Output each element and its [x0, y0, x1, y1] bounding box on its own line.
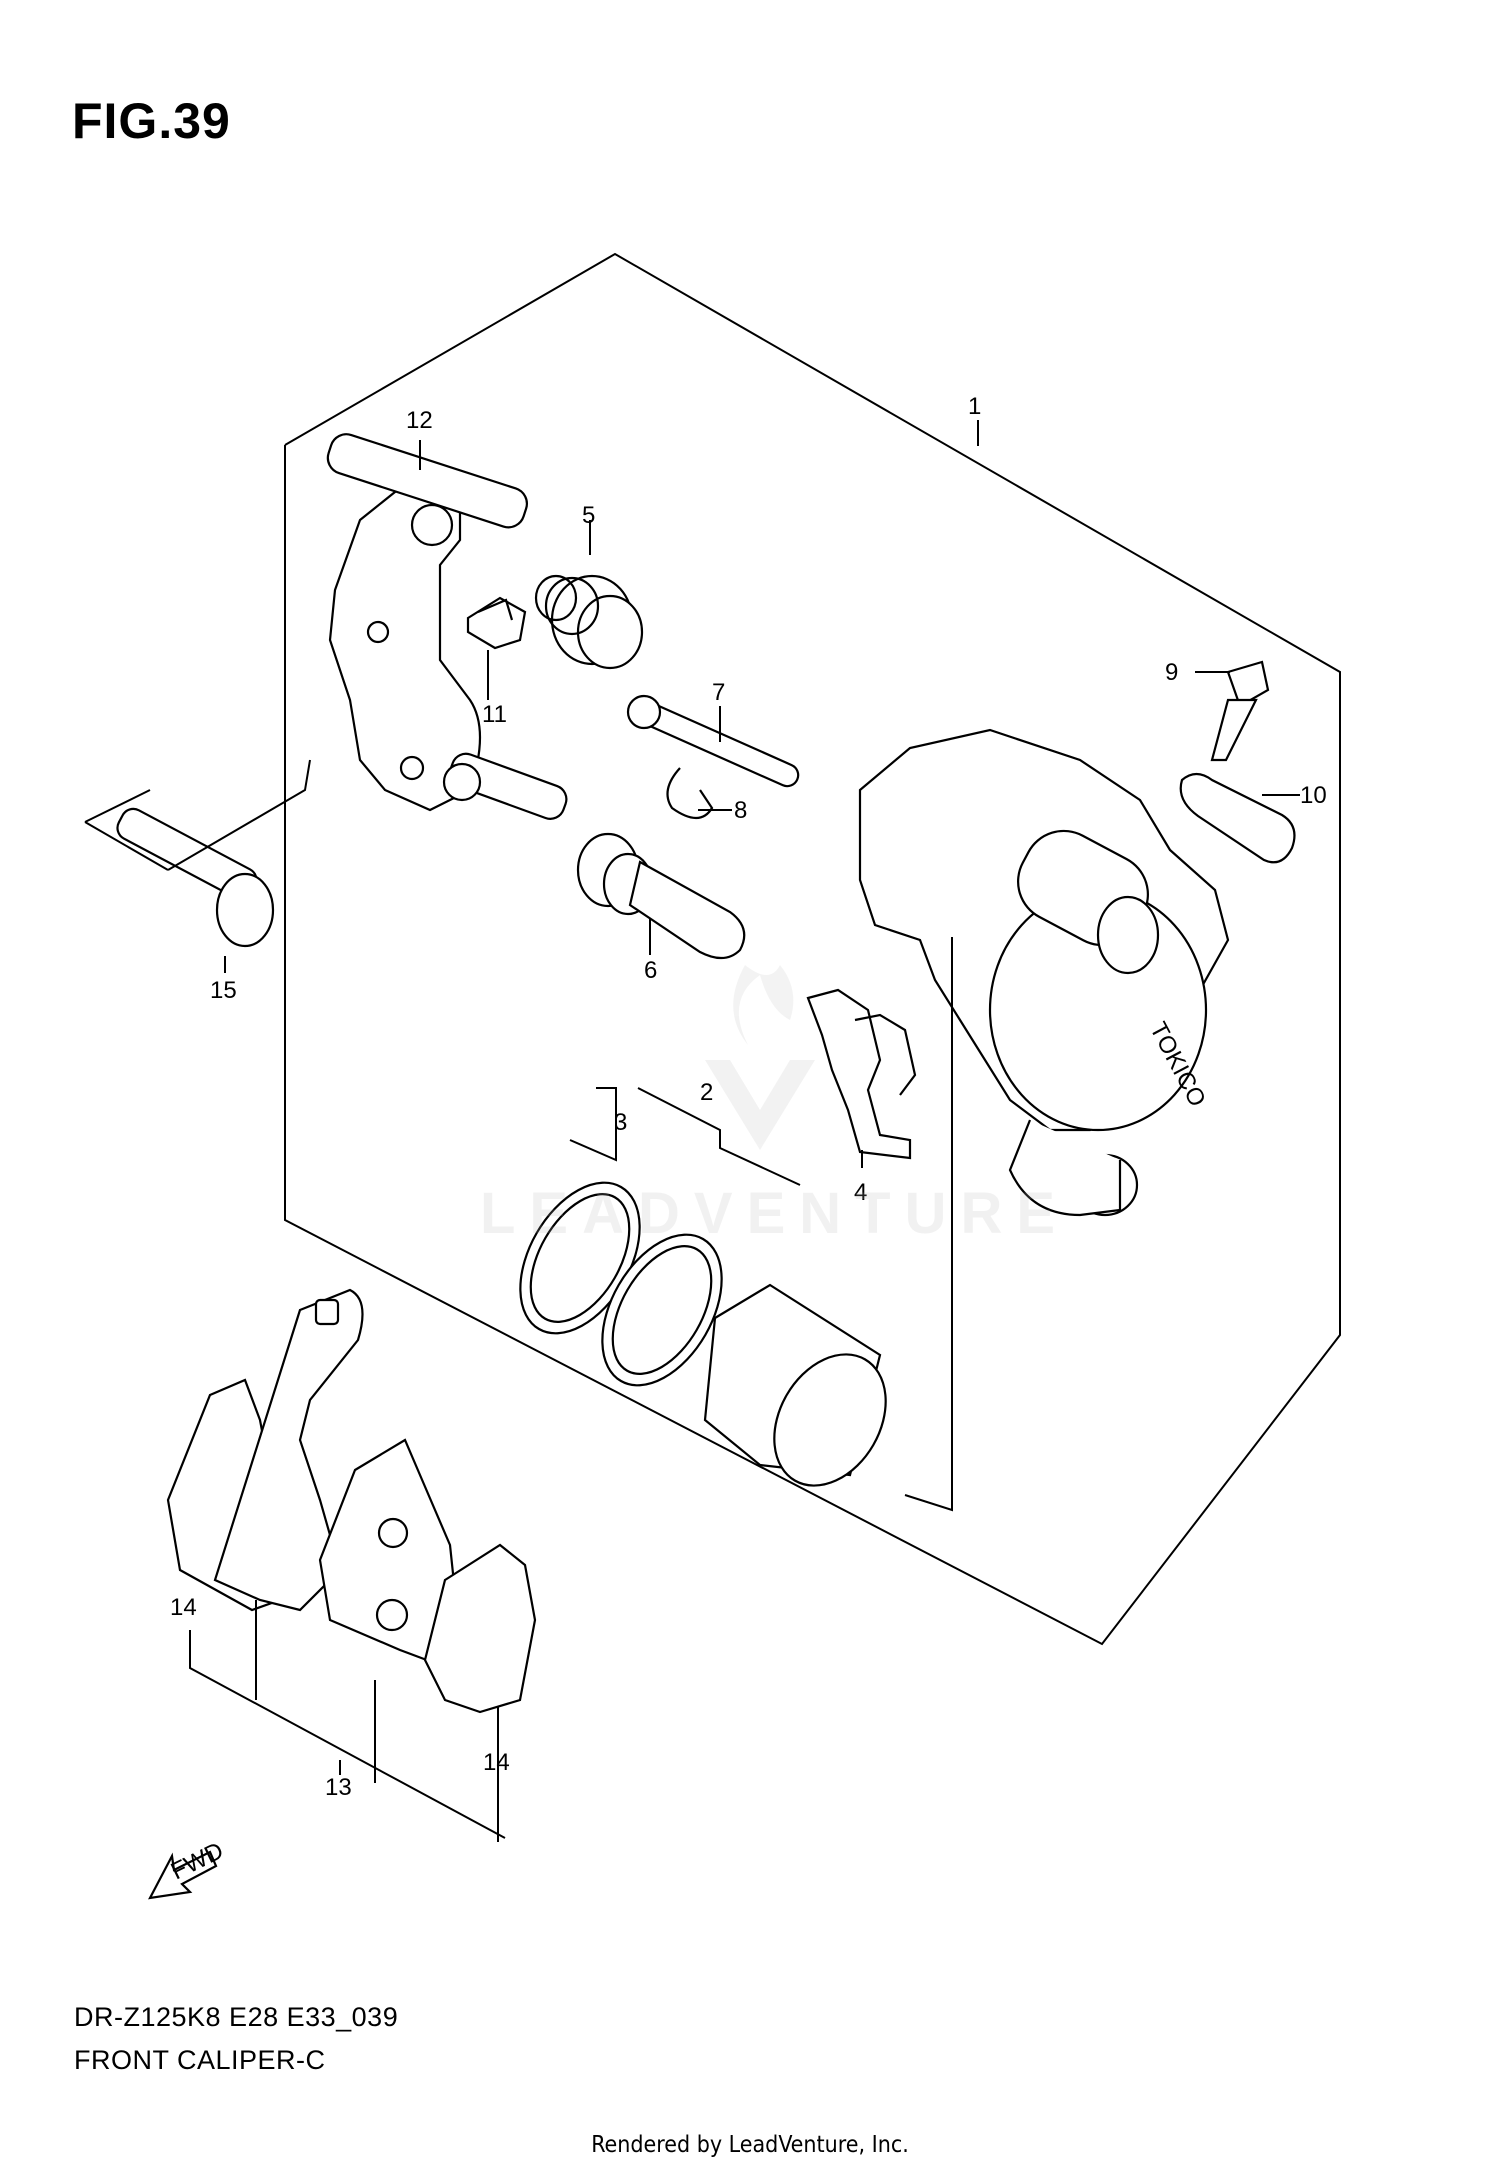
callout-3: 3 [614, 1109, 627, 1136]
part-14-brake-pad-left [166, 1288, 364, 1612]
callout-14-right: 14 [483, 1749, 510, 1776]
callout-11: 11 [482, 701, 507, 728]
part-14-brake-pad-right [318, 1438, 537, 1714]
callout-14-left: 14 [170, 1594, 197, 1621]
callout-15: 15 [210, 977, 237, 1004]
callout-10: 10 [1300, 782, 1327, 809]
footer-diagram-code: DR-Z125K8 E28 E33_039 [74, 2002, 399, 2032]
assembly-frame [284, 252, 1341, 1646]
part-6-sleeve [576, 832, 746, 960]
callout-5: 5 [582, 502, 595, 529]
part-8-clip [666, 767, 714, 820]
callout-6: 6 [644, 957, 657, 984]
part-5-boot [534, 574, 644, 670]
part-7-pin [626, 694, 800, 788]
callout-9: 9 [1165, 659, 1178, 686]
callout-1: 1 [968, 393, 981, 420]
part-2-piston-seal [601, 1233, 723, 1387]
part-9-bleeder-valve [1210, 660, 1270, 762]
fwd-arrow-icon: FWD [148, 1837, 228, 1900]
callout-4: 4 [854, 1179, 867, 1206]
leadventure-logo-icon [705, 965, 815, 1150]
part-10-cap [1179, 772, 1296, 864]
callout-labels: 1 2 3 4 5 6 7 8 9 10 11 12 13 14 14 15 [170, 393, 1327, 1801]
callout-12: 12 [406, 407, 433, 434]
callout-7: 7 [712, 679, 725, 706]
part-4-pad-retainer [806, 988, 917, 1160]
footer-diagram-title: FRONT CALIPER-C [74, 2045, 326, 2075]
part-1-caliper-body: TOKICO [858, 728, 1230, 1217]
callout-2: 2 [700, 1079, 713, 1106]
leader-lines [84, 420, 1300, 1842]
figure-title: FIG.39 [72, 93, 231, 149]
part-11-pad-spring [466, 596, 527, 650]
callout-13: 13 [325, 1774, 352, 1801]
part-12-caliper-bracket [326, 433, 568, 820]
part-15-mounting-bolt [116, 807, 275, 948]
callout-8: 8 [734, 797, 747, 824]
piston [703, 1283, 887, 1487]
fwd-label: FWD [167, 1837, 228, 1885]
watermark-text: LEADVENTURE [480, 1181, 1070, 1246]
rendered-by-credit: Rendered by LeadVenture, Inc. [591, 2132, 909, 2158]
